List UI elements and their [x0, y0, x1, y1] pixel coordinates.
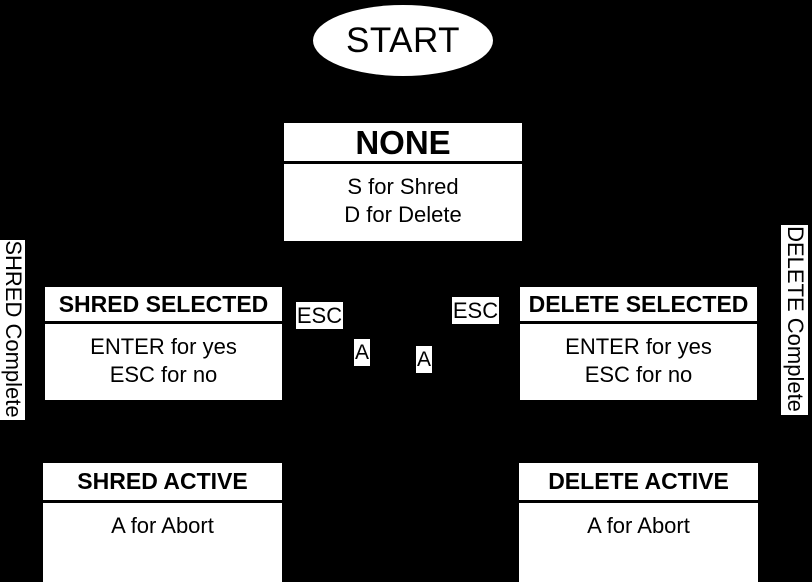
transition-label-delete-complete-text: DELETE Complete	[782, 226, 808, 412]
state-shred-active-title: SHRED ACTIVE	[77, 468, 248, 494]
start-node[interactable]: START	[313, 5, 493, 76]
state-node-delete-active[interactable]: DELETE ACTIVE A for Abort	[519, 463, 758, 582]
state-shred-active-title-row: SHRED ACTIVE	[43, 463, 282, 503]
state-delete-active-title: DELETE ACTIVE	[548, 468, 729, 494]
state-delete-active-line-1: A for Abort	[587, 513, 690, 538]
state-delete-selected-line-1: ENTER for yes	[565, 334, 712, 359]
transition-label-delete-complete: DELETE Complete	[781, 225, 808, 415]
state-shred-selected-title-row: SHRED SELECTED	[45, 287, 282, 324]
state-node-shred-selected[interactable]: SHRED SELECTED ENTER for yes ESC for no	[45, 287, 282, 400]
start-node-label: START	[346, 21, 460, 60]
state-shred-selected-line-2: ESC for no	[109, 362, 218, 387]
transition-label-shred-complete: SHRED Complete	[0, 240, 26, 420]
state-shred-active-line-1: A for Abort	[111, 513, 214, 538]
state-shred-selected-line-1: ENTER for yes	[90, 334, 237, 359]
state-node-shred-active[interactable]: SHRED ACTIVE A for Abort	[43, 463, 282, 582]
state-shred-active-body: A for Abort	[43, 503, 282, 582]
state-delete-active-title-row: DELETE ACTIVE	[519, 463, 758, 503]
state-none-line-1: S for Shred	[347, 174, 459, 199]
transition-label-shred-complete-text: SHRED Complete	[0, 240, 26, 418]
transition-label-abort-delete: A	[416, 346, 432, 373]
state-node-delete-selected[interactable]: DELETE SELECTED ENTER for yes ESC for no	[520, 287, 757, 400]
state-delete-selected-title: DELETE SELECTED	[528, 290, 749, 317]
state-none-title-row: NONE	[284, 123, 522, 164]
state-shred-selected-body: ENTER for yes ESC for no	[45, 324, 282, 400]
state-none-body: S for Shred D for Delete	[284, 164, 522, 241]
state-none-title: NONE	[355, 123, 451, 161]
transition-label-esc-delete: ESC	[452, 297, 499, 324]
transition-label-abort-shred: A	[354, 339, 370, 366]
state-delete-active-body: A for Abort	[519, 503, 758, 582]
state-delete-selected-title-row: DELETE SELECTED	[520, 287, 757, 324]
transition-label-esc-shred: ESC	[296, 302, 343, 329]
state-delete-selected-line-2: ESC for no	[584, 362, 693, 387]
state-shred-selected-title: SHRED SELECTED	[58, 290, 269, 317]
state-delete-selected-body: ENTER for yes ESC for no	[520, 324, 757, 400]
state-none-line-2: D for Delete	[344, 202, 462, 227]
state-node-none[interactable]: NONE S for Shred D for Delete	[284, 123, 522, 241]
